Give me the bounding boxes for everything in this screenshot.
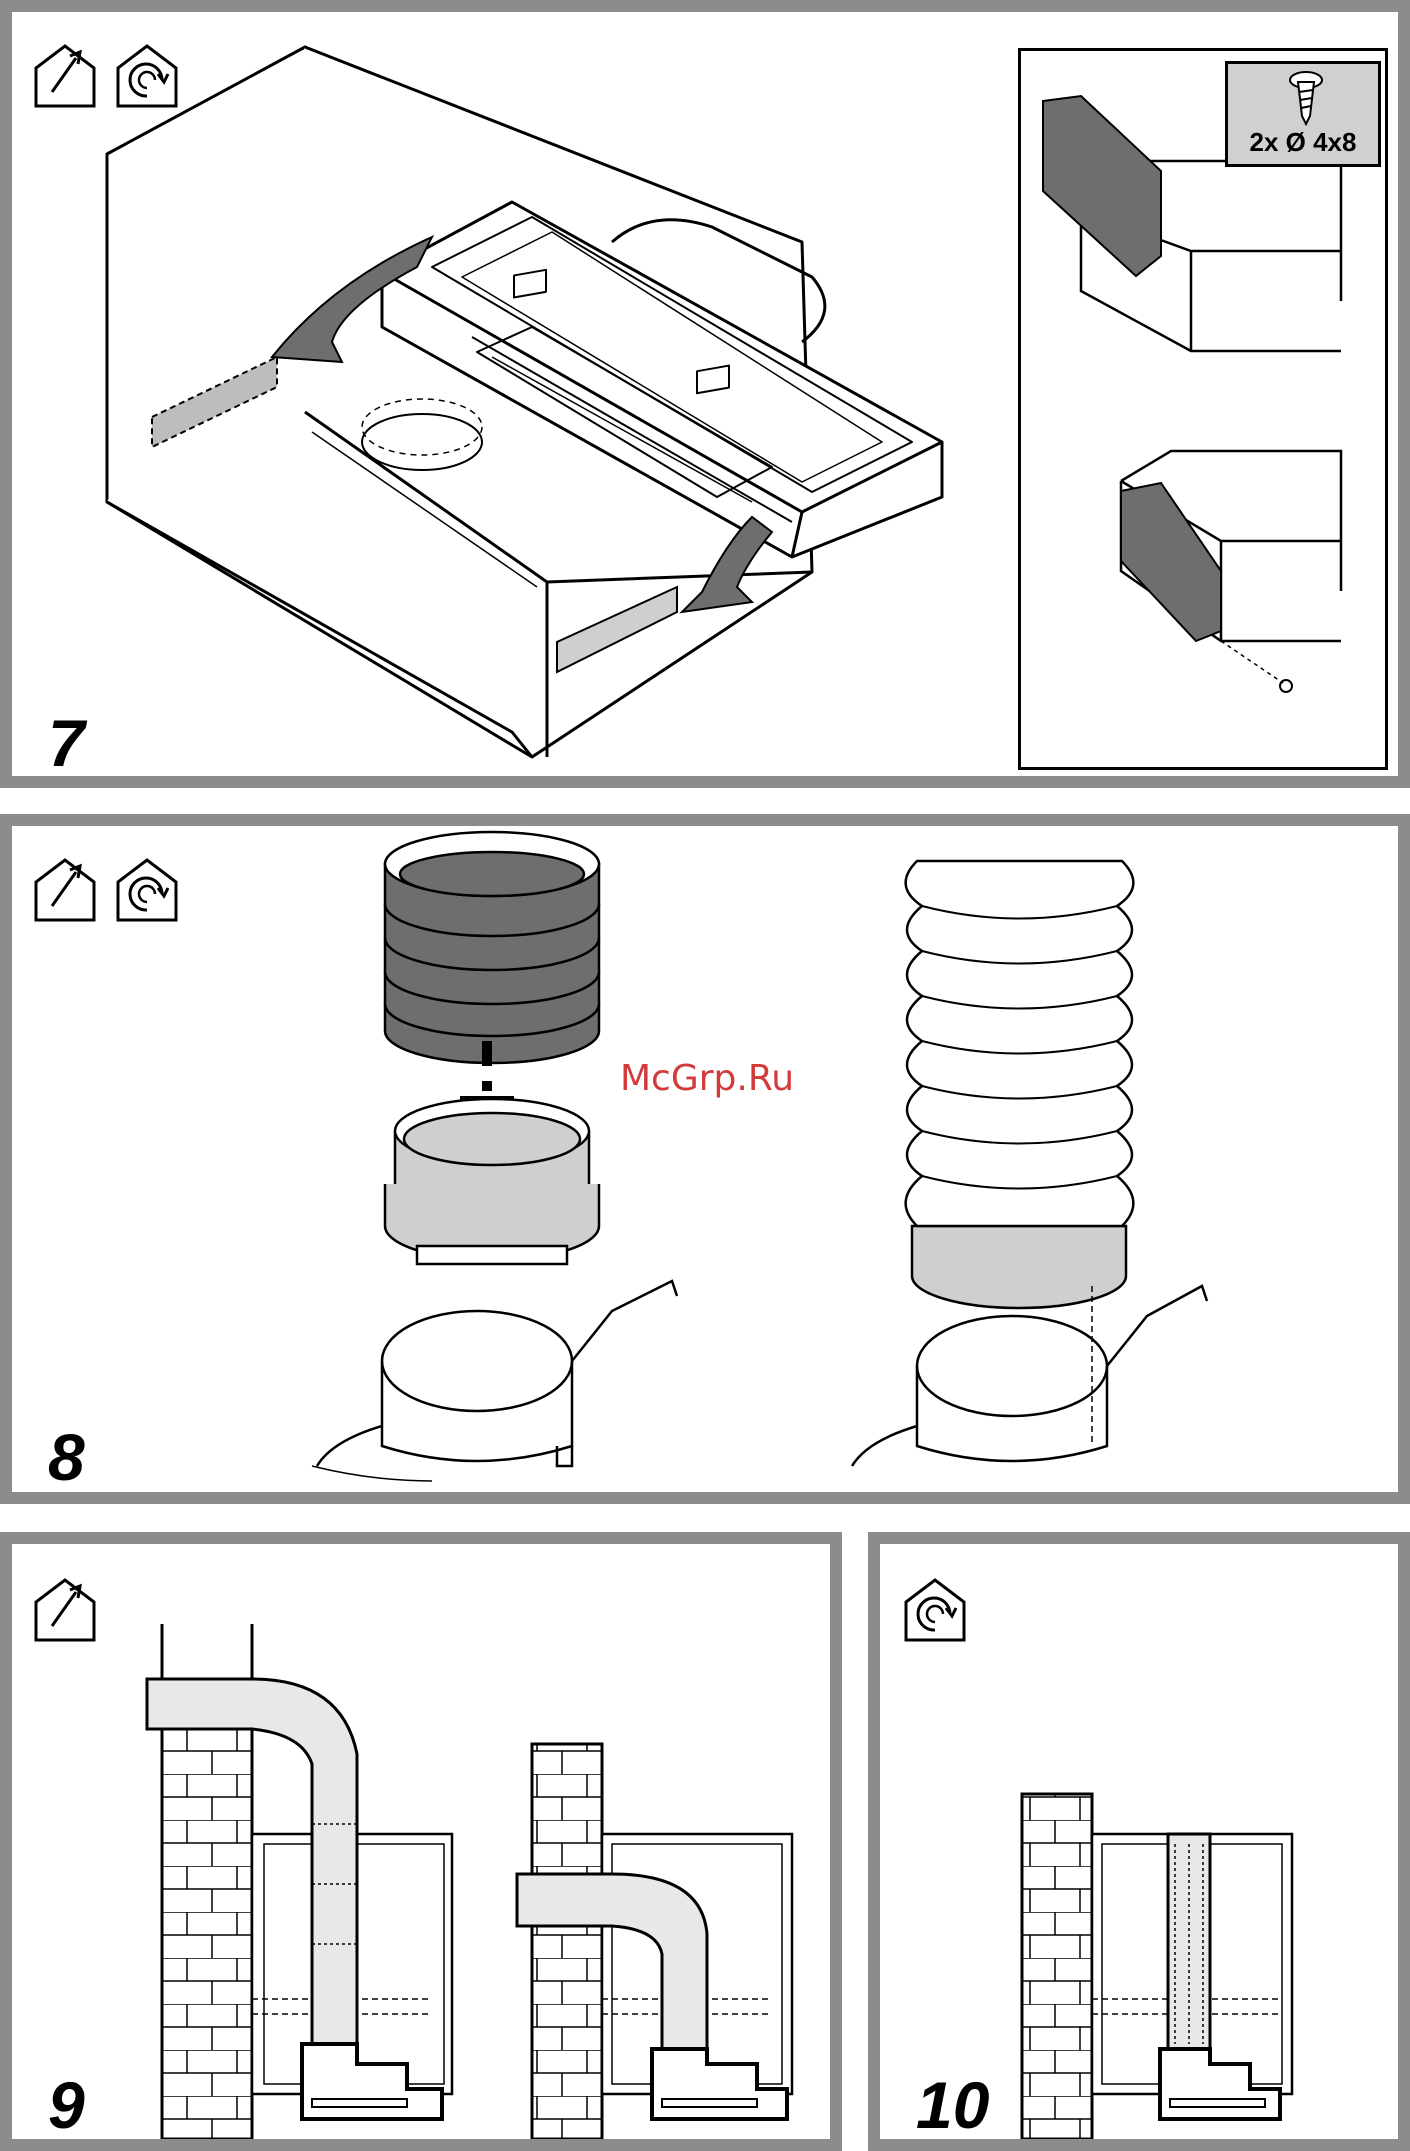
recirculation-house-icon	[112, 40, 182, 110]
step-8-illustration	[12, 826, 1398, 1492]
step-number-7: 7	[48, 710, 85, 776]
step-number-8: 8	[48, 1424, 85, 1490]
duct-out-house-icon	[30, 854, 100, 924]
duct-out-house-icon	[30, 40, 100, 110]
step-number-9: 9	[48, 2072, 85, 2138]
step-9-illustration	[12, 1544, 830, 2139]
watermark-text: McGrp.Ru	[620, 1058, 794, 1099]
step-8-panel: McGrp.Ru 8	[0, 814, 1410, 1504]
step-number-10: 10	[916, 2072, 989, 2138]
recirculation-house-icon	[112, 854, 182, 924]
recirculation-house-icon	[900, 1574, 970, 1644]
bracket-detail-inset: 2x Ø 4x8	[1018, 48, 1388, 770]
duct-out-house-icon	[30, 1574, 100, 1644]
screw-spec-box: 2x Ø 4x8	[1225, 61, 1381, 167]
screw-spec-label: 2x Ø 4x8	[1228, 127, 1378, 158]
screw-icon	[1286, 70, 1326, 126]
step-10-panel: 10	[868, 1532, 1410, 2151]
step-7-panel: 7 2x Ø 4x8	[0, 0, 1410, 788]
step-9-panel: 9	[0, 1532, 842, 2151]
